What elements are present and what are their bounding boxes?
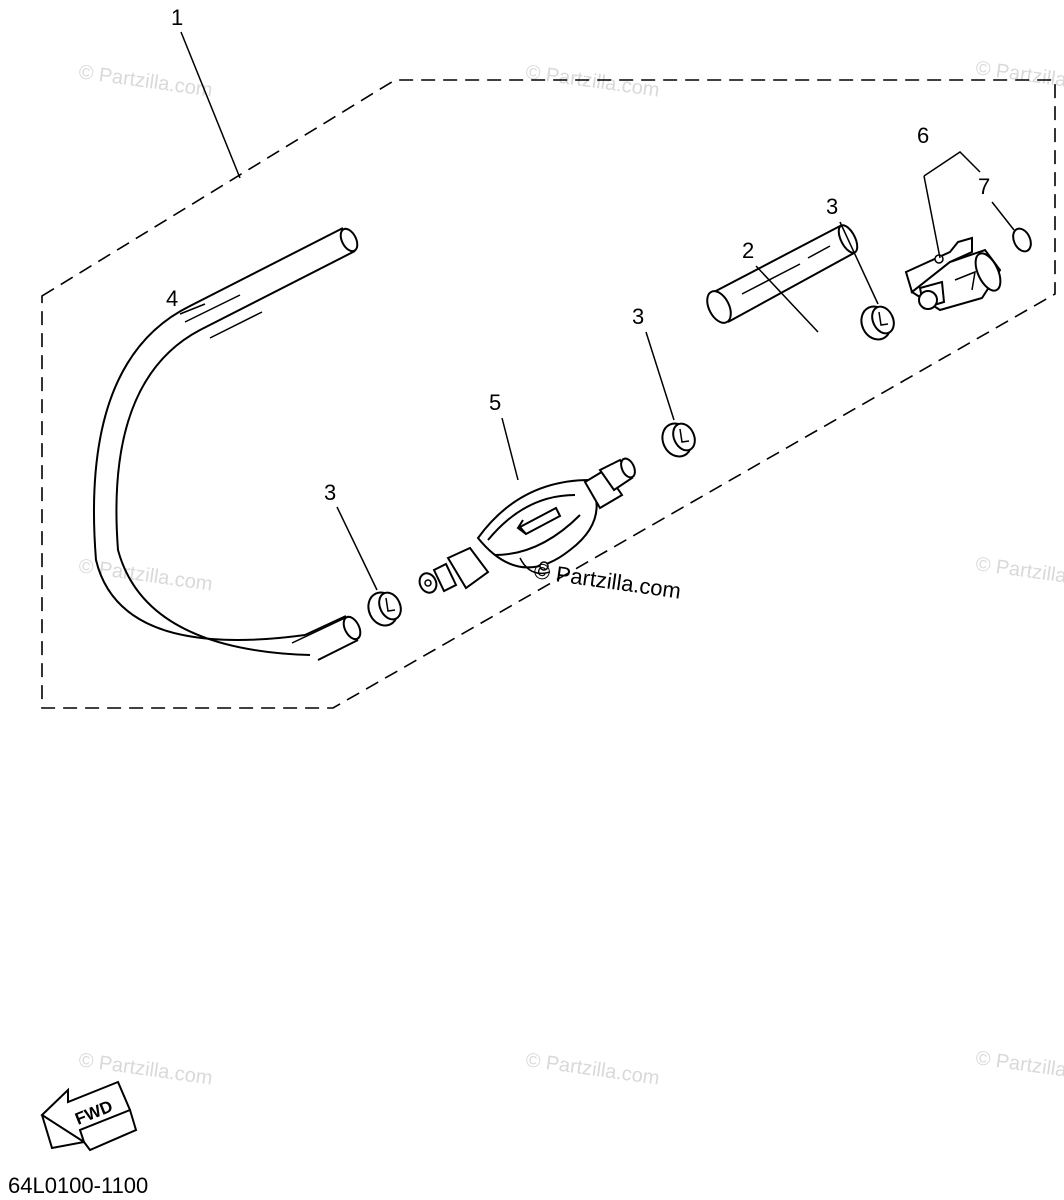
callout-4: 4	[166, 286, 178, 311]
clamp-3-left	[367, 591, 402, 627]
watermark-text: © Partzilla.com	[77, 555, 214, 596]
connector-6	[904, 236, 1002, 312]
fwd-arrow-icon: FWD	[40, 1080, 138, 1152]
short-hose-2	[706, 224, 859, 324]
callout-5: 5	[489, 390, 501, 415]
callout-7: 7	[978, 174, 990, 199]
leader-line-5	[501, 417, 519, 481]
watermark-text: © Partzilla.com	[974, 1047, 1064, 1088]
leader-bracket-6	[923, 151, 981, 177]
leader-line-6	[923, 175, 941, 259]
watermark-text: © Partzilla.com	[524, 1049, 661, 1090]
leader-line-4	[179, 303, 206, 315]
leader-line-2	[755, 265, 819, 333]
watermark-text: © Partzilla.com	[77, 61, 214, 102]
leader-line-3-left	[336, 506, 378, 591]
leader-line-3-middle	[645, 331, 675, 421]
leader-line-3-right	[839, 221, 879, 305]
center-watermark: © Partzilla.com	[532, 558, 682, 603]
callout-3-right: 3	[826, 194, 838, 219]
diagram-part-number: 64L0100-1100	[8, 1173, 148, 1198]
kit-outline	[41, 79, 1056, 709]
clamp-3-right	[860, 305, 895, 341]
o-ring-7	[1012, 227, 1032, 253]
callout-2: 2	[742, 238, 754, 263]
callout-6: 6	[917, 123, 929, 148]
watermark-text: © Partzilla.com	[974, 553, 1064, 594]
watermark-text: © Partzilla.com	[77, 1049, 214, 1090]
primer-pump-5	[418, 457, 636, 594]
leader-line-1	[180, 31, 241, 179]
callout-3-left: 3	[324, 480, 336, 505]
watermark-text: © Partzilla.com	[974, 57, 1064, 98]
callout-1: 1	[171, 5, 183, 30]
clamp-3-middle	[661, 422, 696, 458]
leader-line-7	[991, 201, 1015, 231]
watermark-text: © Partzilla.com	[524, 61, 661, 102]
callout-3-middle: 3	[632, 304, 644, 329]
fuel-hose-4	[93, 227, 362, 661]
